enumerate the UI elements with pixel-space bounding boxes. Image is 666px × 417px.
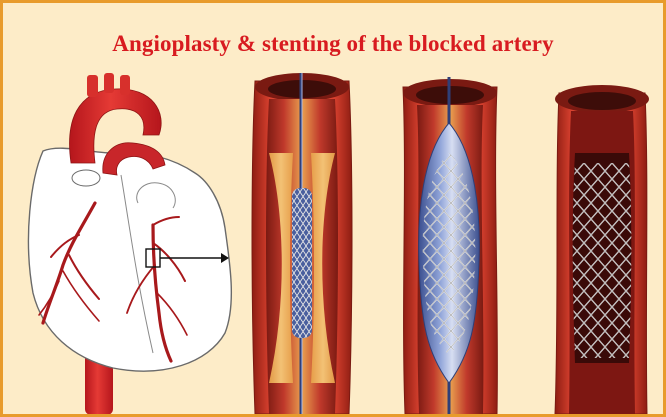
stage-3-deployed-stent (555, 85, 649, 414)
brachiocephalic-artery (87, 75, 98, 97)
deployed-stent (573, 163, 632, 358)
collapsed-stent (292, 188, 312, 338)
illustration-canvas (3, 3, 663, 414)
subclavian-artery (120, 75, 130, 95)
carotid-artery (104, 73, 114, 93)
right-atrium-appendage (72, 170, 100, 186)
heart-illustration (28, 73, 231, 414)
stage-2-balloon-expanding-stent (403, 77, 497, 414)
heart-outline (28, 148, 231, 371)
stage-1-catheter-with-collapsed-stent (252, 73, 352, 414)
